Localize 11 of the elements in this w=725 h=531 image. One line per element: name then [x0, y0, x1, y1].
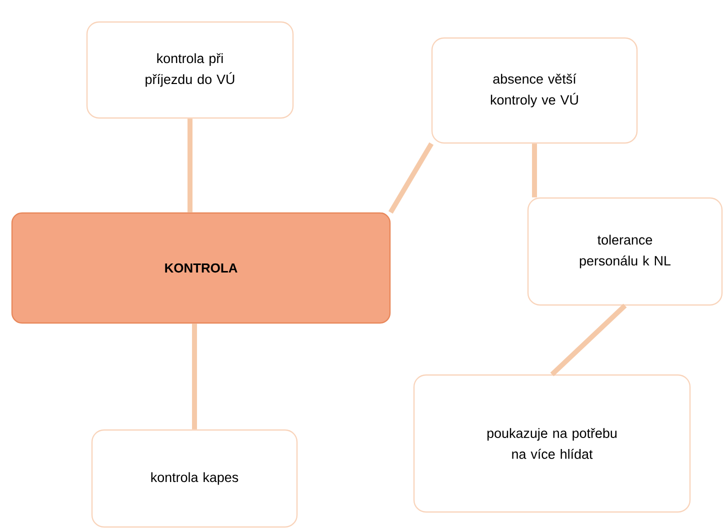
topic-box: kontrola kapes [91, 429, 298, 528]
topic-box: tolerance personálu k NL [527, 197, 723, 306]
main-topic-box: KONTROLA [11, 212, 391, 324]
topic-box: kontrola při příjezdu do VÚ [86, 21, 294, 119]
topic-box: absence větší kontroly ve VÚ [431, 37, 638, 144]
connector-line [188, 118, 192, 212]
topic-box: poukazuje na potřebu na více hlídat [413, 374, 691, 513]
connector-line [532, 144, 537, 198]
connector-line [388, 142, 434, 214]
connector-line [550, 304, 627, 376]
connector-line [192, 324, 197, 430]
